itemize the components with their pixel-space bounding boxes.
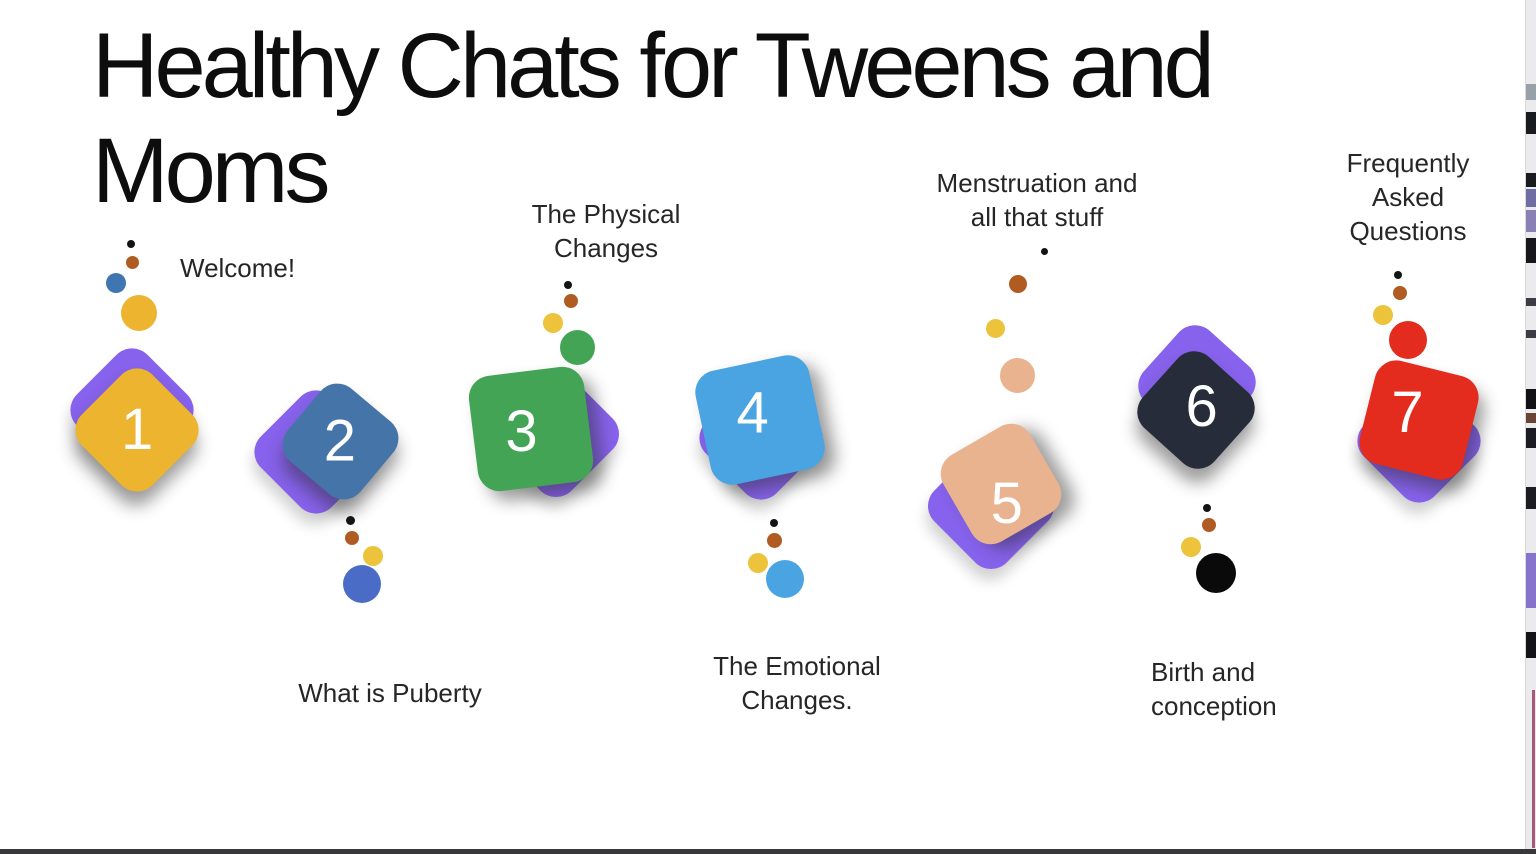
trail-dot-large (1196, 553, 1236, 593)
trail-dot-yellow (1373, 305, 1393, 325)
item-label-1: Welcome! (180, 253, 296, 283)
edge-fragment (1526, 112, 1536, 134)
trail-dot-yellow (1181, 537, 1201, 557)
adjacent-window-sliver (1525, 0, 1536, 854)
trail-dot-large (343, 565, 381, 603)
trail-dot-large (1389, 321, 1427, 359)
trail-dot-brown (1009, 275, 1027, 293)
trail-dot-brown (126, 256, 139, 269)
trail-dot-black (564, 281, 572, 289)
bottom-screen-bar (0, 849, 1536, 854)
item-number-2: 2 (324, 408, 357, 474)
edge-fragment (1526, 330, 1536, 338)
item-label-6: Birth and conception (1151, 657, 1277, 721)
trail-dot-black (1394, 271, 1402, 279)
trail-dot-yellow (986, 319, 1005, 338)
trail-dot-brown (1202, 518, 1216, 532)
edge-fragment (1526, 298, 1536, 306)
edge-fragment (1526, 428, 1536, 448)
trail-dot-blue (106, 273, 126, 293)
trail-dot-yellow (363, 546, 383, 566)
item-number-1: 1 (120, 396, 154, 462)
trail-dot-brown (564, 294, 578, 308)
item-label-7: Frequently Asked Questions (1346, 148, 1470, 246)
edge-fragment (1526, 389, 1536, 409)
trail-dot-yellow (748, 553, 768, 573)
item-label-4: The Emotional Changes. (713, 651, 881, 715)
edge-fragment (1526, 632, 1536, 658)
edge-fragment (1526, 487, 1536, 509)
edge-fragment (1526, 84, 1536, 100)
edge-fragment (1532, 690, 1535, 848)
trail-dot-large (766, 560, 804, 598)
number-square-4: 4 (691, 351, 829, 489)
trail-dot-yellow (543, 313, 563, 333)
slide-title: Healthy Chats for Tweens and Moms (92, 15, 1215, 222)
item-label-2: What is Puberty (298, 678, 482, 708)
item-label-5: Menstruation and all that stuff (936, 168, 1138, 232)
trail-dot-black (346, 516, 355, 525)
item-number-5: 5 (990, 470, 1023, 536)
trail-dot-black (127, 240, 135, 248)
item-number-4: 4 (736, 380, 769, 446)
edge-fragment (1526, 553, 1536, 608)
trail-dot-large (121, 295, 157, 331)
trail-dot-brown (767, 533, 782, 548)
edge-fragment (1526, 210, 1536, 232)
edge-fragment (1526, 189, 1536, 207)
edge-fragment (1526, 413, 1536, 423)
trail-dot-brown (1393, 286, 1407, 300)
edge-fragment (1526, 173, 1536, 187)
trail-dot-black (1041, 248, 1048, 255)
item-label-3: The Physical Changes (531, 199, 681, 263)
edge-fragment (1526, 238, 1536, 263)
number-square-1: 1 (66, 359, 208, 501)
trail-dot-brown (345, 531, 359, 545)
item-number-6: 6 (1185, 373, 1218, 439)
trail-dot-black (770, 519, 778, 527)
trail-dot-large (560, 330, 595, 365)
item-number-3: 3 (505, 399, 538, 465)
trail-dot-large (1000, 358, 1035, 393)
number-square-3: 3 (466, 364, 596, 494)
item-number-7: 7 (1391, 379, 1424, 445)
trail-dot-black (1203, 504, 1211, 512)
